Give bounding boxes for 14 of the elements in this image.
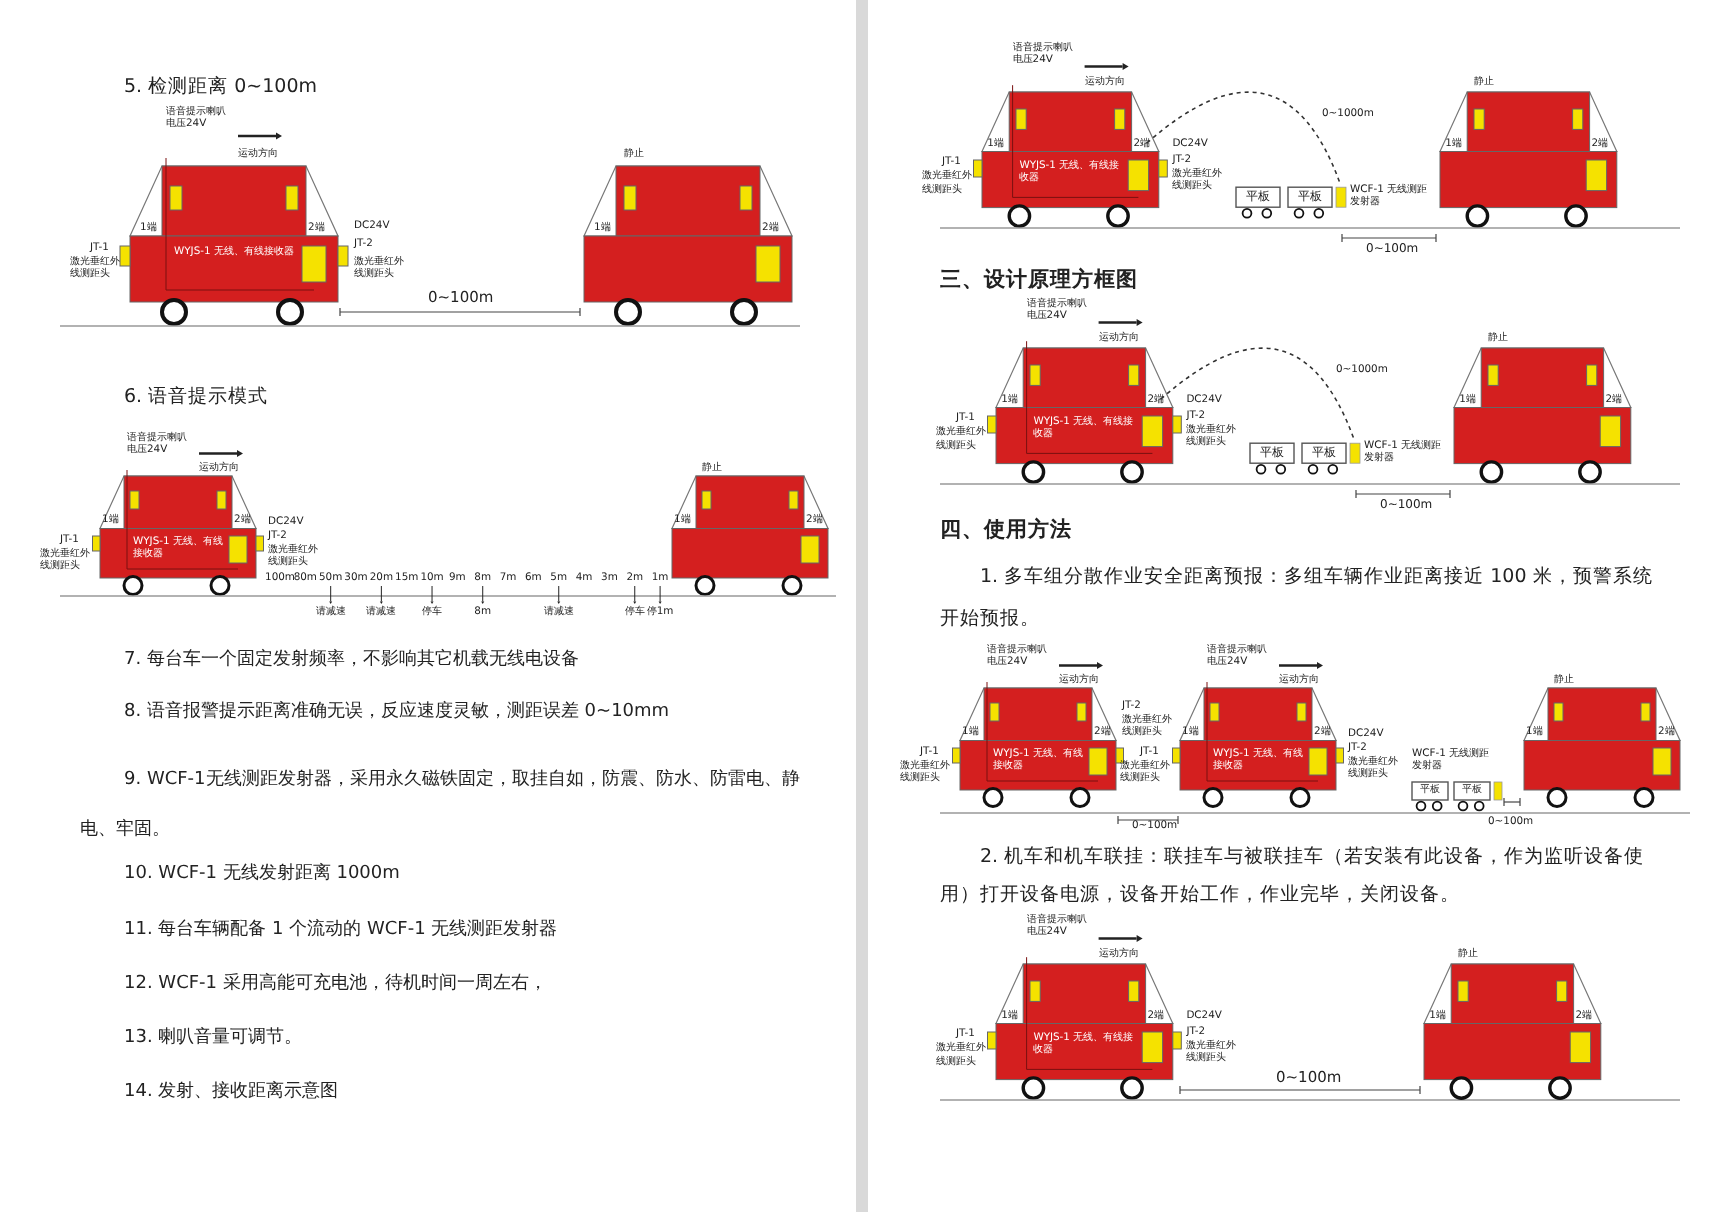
paragraph-text: 11. 每台车辆配备 1 个流动的 WCF-1 无线测距发射器 <box>124 920 558 942</box>
section-heading: 四、使用方法 <box>940 518 1072 544</box>
paragraph-text: 12. WCF-1 采用高能可充电池，待机时间一周左右， <box>124 974 547 996</box>
section-heading: 5. 检测距离 0~100m <box>124 76 317 99</box>
paragraph-text: 8. 语音报警提示距离准确无误，反应速度灵敏，测距误差 0~10mm <box>124 702 670 724</box>
paragraph-text: 9. WCF-1无线测距发射器，采用永久磁铁固定，取挂自如，防震、防水、防雷电、静电、牢固。 <box>80 767 802 844</box>
paragraph-text: 14. 发射、接收距离示意图 <box>124 1082 339 1104</box>
paragraph-text: 7. 每台车一个固定发射频率，不影响其它机载无线电设备 <box>124 650 579 672</box>
paragraph-text: 13. 喇叭音量可调节。 <box>124 1028 303 1050</box>
section-heading: 6. 语音提示模式 <box>124 386 269 409</box>
paragraph-text: 1. 多车组分散作业安全距离预报：多组车辆作业距离接近 100 米，预警系统开始预报。 <box>940 564 1655 634</box>
paragraph-text: 2. 机车和机车联挂：联挂车与被联挂车（若安装有此设备，作为监听设备使用）打开设备电源，设备开始工作，作业完毕，关闭设备。 <box>940 844 1647 910</box>
paragraph-text: 10. WCF-1 无线发射距离 1000m <box>124 864 400 886</box>
section-heading: 三、设计原理方框图 <box>940 268 1138 294</box>
